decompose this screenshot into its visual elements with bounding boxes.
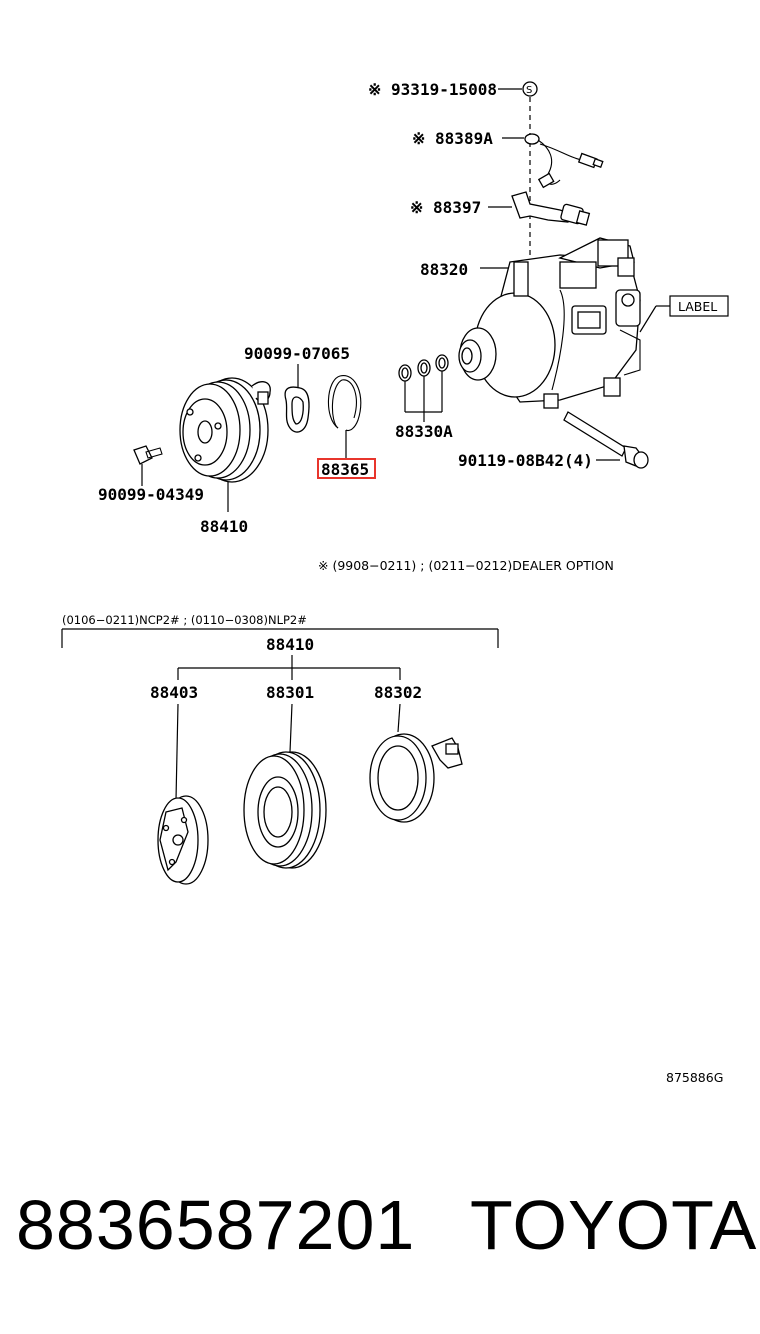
callout-88301[interactable]: 88301 <box>266 683 314 702</box>
applicability-note: (0106−0211)NCP2# ; (0110−0308)NLP2# <box>62 613 307 627</box>
part-number: 8836587201 <box>16 1186 416 1264</box>
leader-88301 <box>289 703 293 753</box>
leader-88302 <box>397 703 401 733</box>
dealer-option-note: ※ (9908−0211) ; (0211−0212)DEALER OPTION <box>318 558 614 573</box>
bracket-88397 <box>511 191 591 226</box>
pressure-plate-88403 <box>157 795 209 885</box>
bolt-90119 <box>563 411 649 469</box>
callout-88410[interactable]: 88410 <box>200 517 248 536</box>
callout-88365[interactable]: 88365 <box>321 460 369 479</box>
drawing-id: 875886G <box>666 1070 723 1085</box>
seal-90099-07065 <box>284 386 310 433</box>
bolt-90099-04349 <box>133 445 163 465</box>
callout-88320[interactable]: 88320 <box>420 260 468 279</box>
shims-88330a <box>398 354 449 382</box>
group-callout-88410[interactable]: 88410 <box>266 635 314 654</box>
screw-s-symbol <box>522 81 538 97</box>
callout-88397[interactable]: ※ 88397 <box>410 198 481 217</box>
leader-88403 <box>175 703 179 801</box>
s-mark: S <box>526 85 532 96</box>
pulley-88301 <box>243 751 327 869</box>
callout-88302[interactable]: 88302 <box>374 683 422 702</box>
callout-88330a[interactable]: 88330A <box>395 422 453 441</box>
clutch-88410-upper <box>179 377 271 483</box>
callout-93319-15008[interactable]: ※ 93319-15008 <box>368 80 497 99</box>
compressor-88320 <box>458 237 641 409</box>
brand-name: TOYOTA <box>470 1186 758 1264</box>
callout-88403[interactable]: 88403 <box>150 683 198 702</box>
highlight-88365 <box>317 458 376 479</box>
callout-90099-07065[interactable]: 90099-07065 <box>244 344 350 363</box>
field-coil-88302 <box>369 733 463 823</box>
callout-90099-04349[interactable]: 90099-04349 <box>98 485 204 504</box>
callout-label[interactable]: LABEL <box>678 299 717 314</box>
leader-label-2 <box>639 305 657 333</box>
callout-90119[interactable]: 90119-08B42(4) <box>458 451 593 470</box>
callout-88389a[interactable]: ※ 88389A <box>412 129 493 148</box>
parts-diagram: ※ 93319-15008 S ※ 88389A ※ 88397 88320 <box>61 80 729 1085</box>
snap-ring-88365 <box>327 375 362 432</box>
footer: 8836587201 TOYOTA <box>0 1185 760 1285</box>
wire-harness-88389a <box>524 133 604 189</box>
